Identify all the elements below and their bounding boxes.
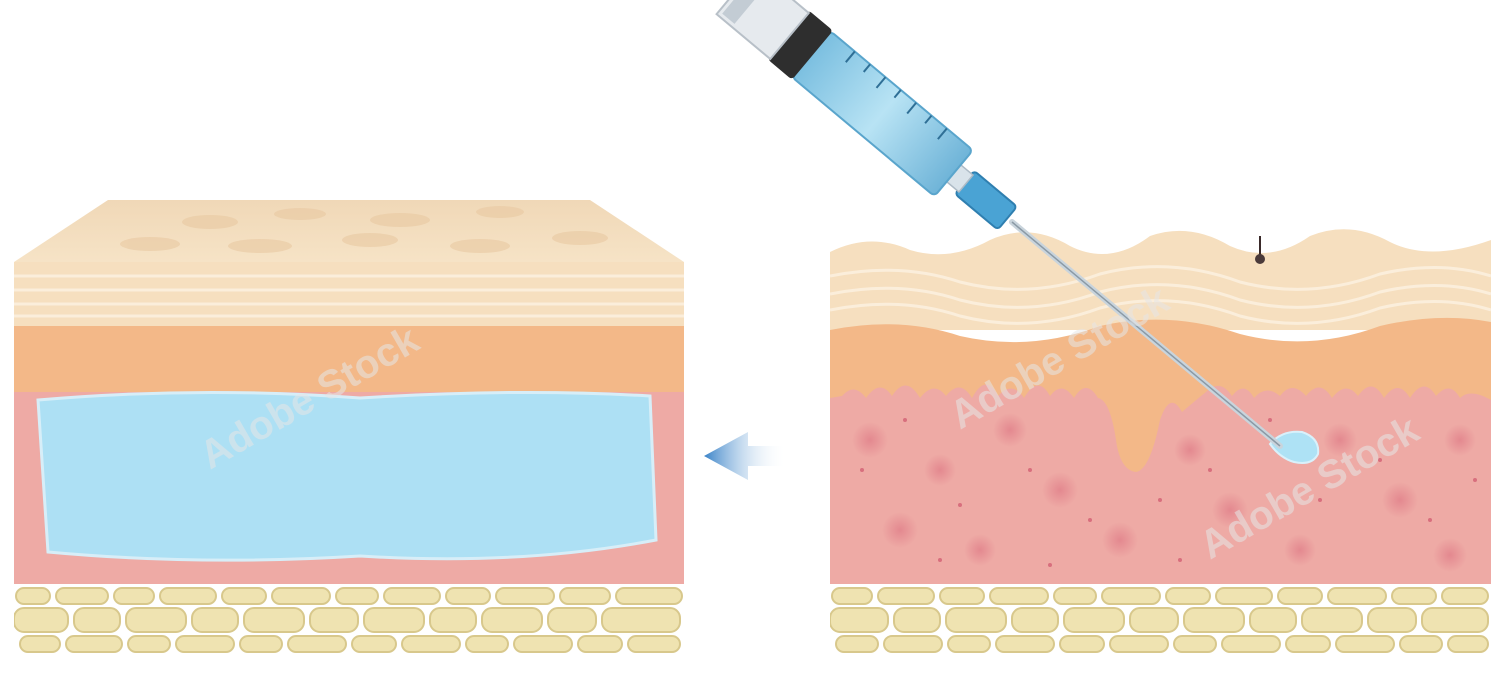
skin-after-injection: [14, 200, 684, 656]
epidermis-surface: [14, 200, 684, 262]
transition-arrow-left: [704, 432, 786, 480]
injected-fluid: [38, 392, 656, 560]
pore-hair: [1255, 236, 1265, 264]
syringe-barrel: [792, 31, 973, 196]
